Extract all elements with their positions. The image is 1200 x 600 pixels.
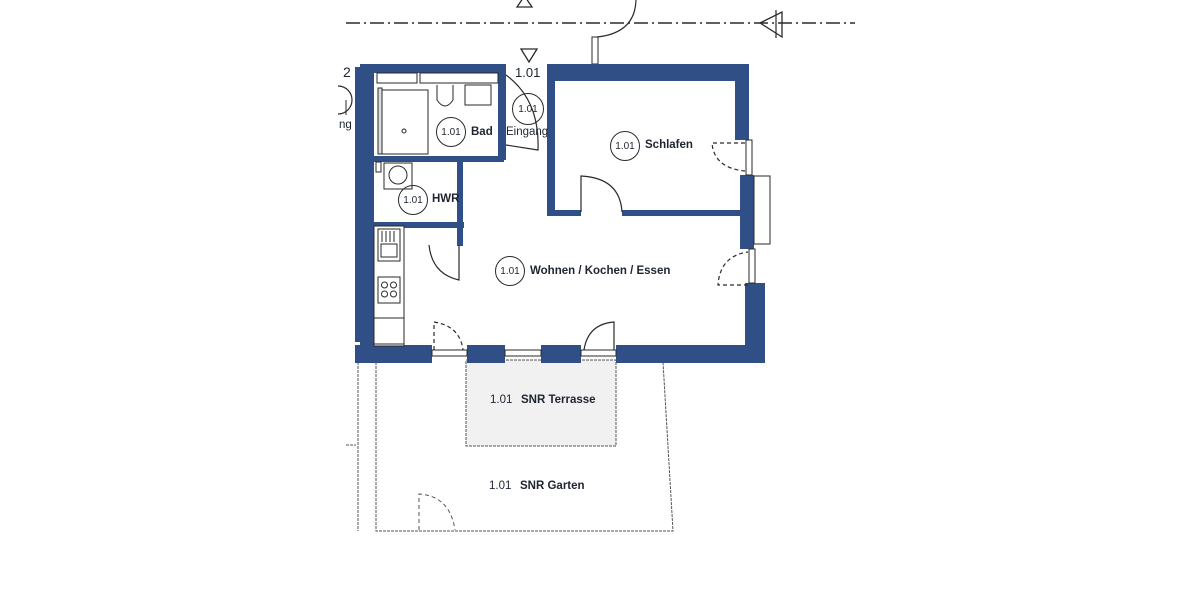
room-label-wohnen: Wohnen / Kochen / Essen <box>530 265 671 277</box>
unit-number-top: 1.01 <box>515 65 541 80</box>
neighbor-unit-number: 2 <box>343 64 351 80</box>
room-tag-wohnen: 1.01 <box>495 256 525 286</box>
room-label-bad: Bad <box>471 126 493 138</box>
outdoor-areas <box>346 359 674 532</box>
room-tag-bad: 1.01 <box>436 117 466 147</box>
outdoor-number-garten: 1.01 <box>489 480 512 492</box>
room-label-schlafen: Schlafen <box>645 139 693 151</box>
neighbor-room-fragment: ng <box>339 119 352 131</box>
entrance-marker-icon <box>519 48 539 64</box>
section-arrow-left-icon <box>758 10 783 39</box>
walls <box>355 64 765 363</box>
room-tag-eingang: 1.01 <box>512 93 544 125</box>
shower-tray <box>379 89 429 155</box>
room-tag-hwr: 1.01 <box>398 185 428 215</box>
triangle-up-icon <box>515 0 534 8</box>
outdoor-label-garten: SNR Garten <box>520 480 585 492</box>
room-label-hwr: HWR <box>432 193 460 205</box>
outdoor-label-terrasse: SNR Terrasse <box>521 394 596 406</box>
room-label-eingang: Eingang <box>506 126 549 138</box>
fridge <box>373 317 405 345</box>
cooktop <box>377 276 401 304</box>
room-tag-schlafen: 1.01 <box>610 131 640 161</box>
outdoor-number-terrasse: 1.01 <box>490 394 513 406</box>
